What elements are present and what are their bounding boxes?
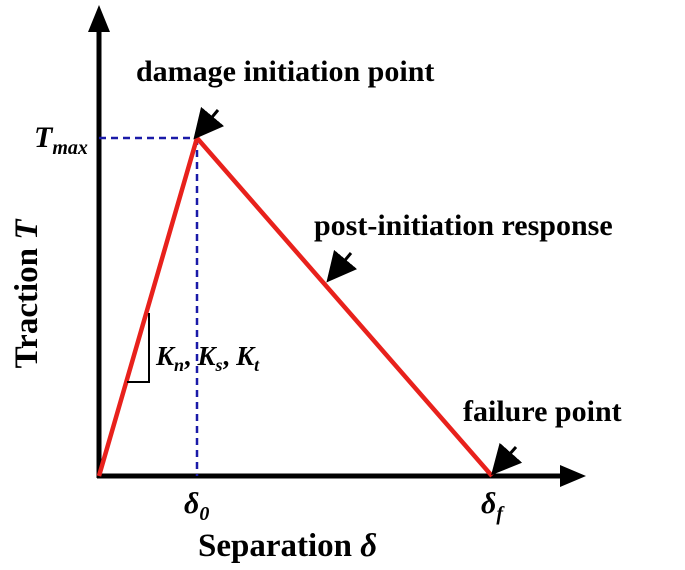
x-tick-deltaf-sub: f [496, 503, 505, 525]
y-axis-title: Traction T [9, 218, 45, 369]
stiffness-sub-normal: n [174, 355, 184, 375]
post-initiation-label: post-initiation response [314, 209, 613, 242]
failure-point-label: failure point [463, 395, 622, 428]
stiffness-k-normal: K [155, 341, 176, 371]
x-tick-deltaf: δf [481, 487, 505, 525]
x-axis-title-symbol: δ [360, 528, 377, 564]
x-tick-delta0-sub: 0 [199, 503, 209, 525]
stiffness-separator-2: , [223, 341, 237, 371]
y-axis-title-symbol: T [9, 218, 45, 240]
damage-initiation-arrow [193, 106, 225, 140]
post-initiation-arrow [326, 249, 358, 283]
y-tick-tmax-sub: max [52, 137, 88, 159]
y-axis-title-text: Traction [9, 240, 45, 369]
x-axis-arrow [560, 465, 586, 487]
slope-triangle [127, 313, 150, 383]
stiffness-sub-shear-t: t [254, 355, 260, 375]
damage-initiation-label: damage initiation point [136, 55, 434, 88]
x-tick-delta0-main: δ [184, 487, 199, 520]
stiffness-sub-shear-s: s [215, 355, 223, 375]
failure-point-arrow [491, 442, 523, 476]
stiffness-k-shear-s: K [197, 341, 218, 371]
y-tick-tmax-main: T [34, 121, 54, 154]
x-axis-title-text: Separation [198, 528, 360, 564]
x-axis-title: Separation δ [198, 528, 377, 564]
stiffness-k-shear-t: K [235, 341, 256, 371]
traction-separation-curve [96, 133, 494, 478]
y-tick-tmax: Tmax [34, 121, 88, 159]
stiffness-separator-1: , [184, 341, 198, 371]
y-axis-arrow [88, 5, 110, 32]
x-tick-deltaf-main: δ [481, 487, 496, 520]
stiffness-label: Kn, Ks, Kt [155, 341, 260, 375]
x-tick-delta0: δ0 [184, 487, 209, 525]
